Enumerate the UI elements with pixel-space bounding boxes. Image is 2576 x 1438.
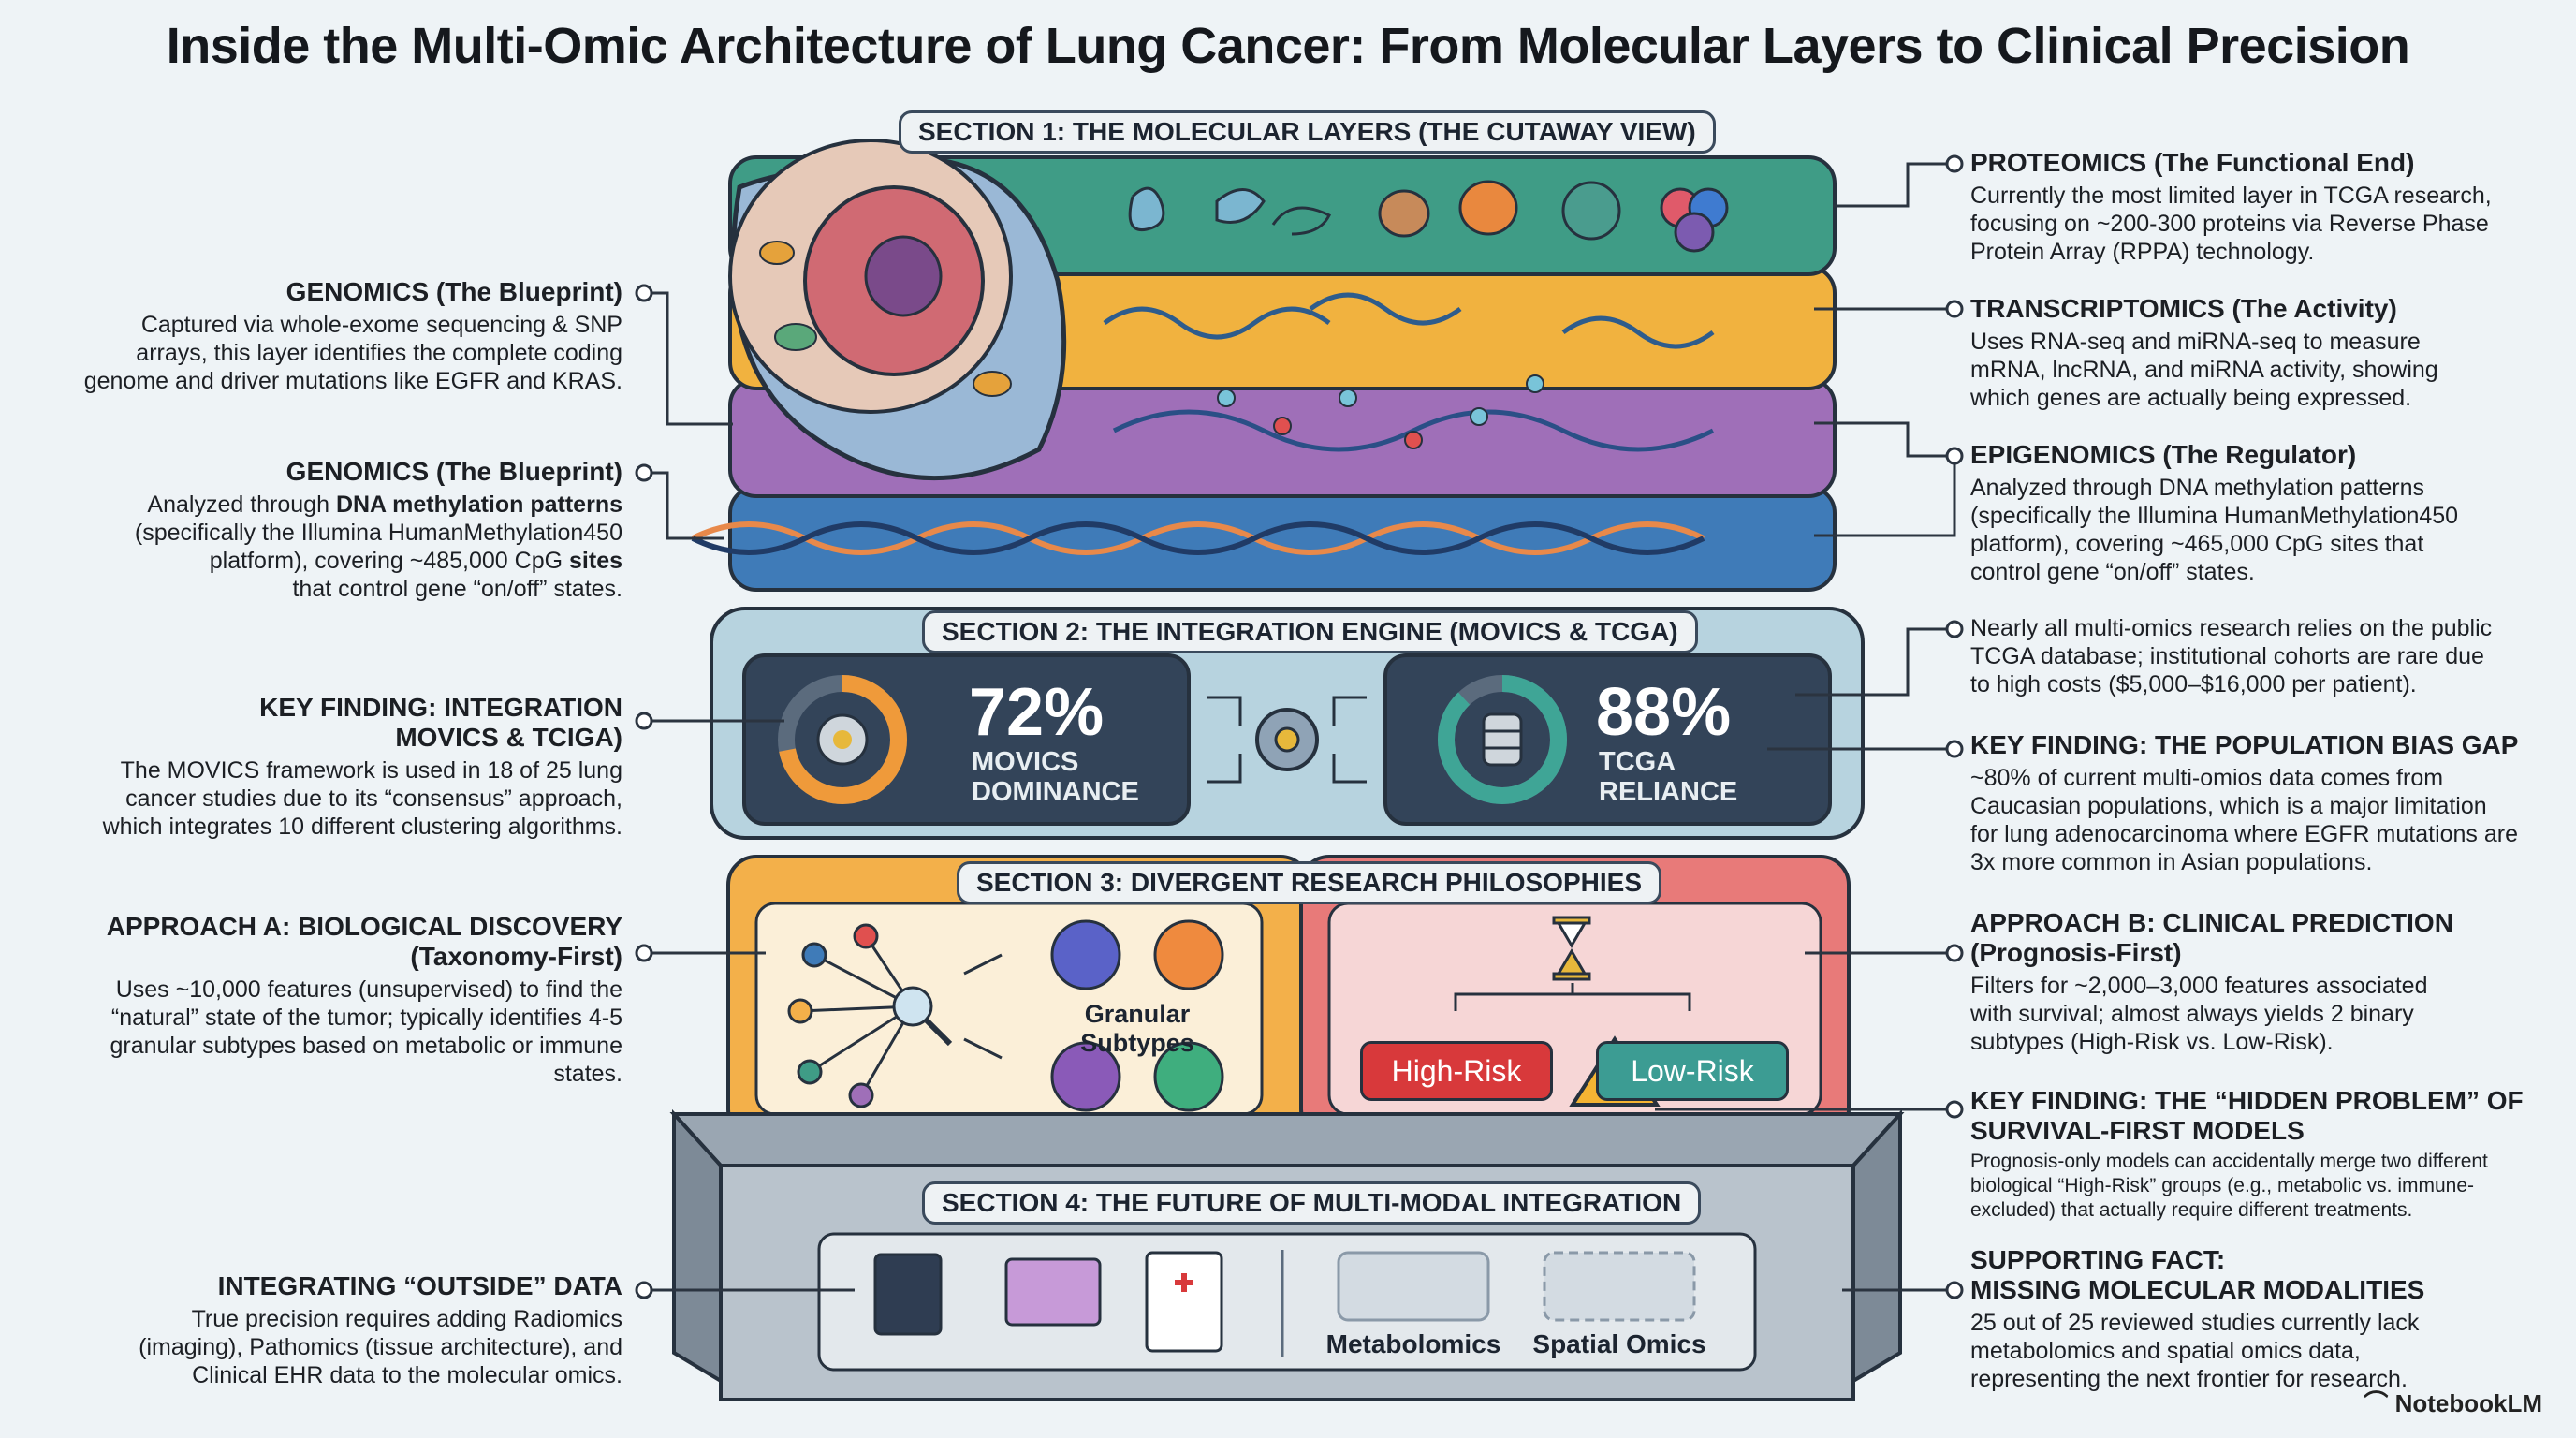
section4-platform [669,1108,1905,1401]
section2-label: SECTION 2: THE INTEGRATION ENGINE (MOVIC… [922,610,1698,653]
right-annotation-approach-b: APPROACH B: CLINICAL PREDICTION (Prognos… [1970,908,2560,1056]
annotation-body: Nearly all multi-omics research relies o… [1970,615,2493,697]
low-risk-badge: Low-Risk [1596,1041,1789,1101]
annotation-heading: SUPPORTING FACT: MISSING MOLECULAR MODAL… [1970,1245,2425,1304]
right-annotation-epigenomics: EPIGENOMICS (The Regulator) Analyzed thr… [1970,440,2560,586]
annotation-body: 25 out of 25 reviewed studies currently … [1970,1310,2420,1392]
high-risk-badge: High-Risk [1360,1041,1553,1101]
annotation-heading: TRANSCRIPTOMICS (The Activity) [1970,294,2397,323]
section1-layers [691,139,1837,592]
annotation-heading: APPROACH A: BIOLOGICAL DISCOVERY (Taxono… [106,912,622,971]
protein-shapes [1128,180,1729,253]
left-annotation-approach-a: APPROACH A: BIOLOGICAL DISCOVERY (Taxono… [37,912,622,1088]
annotation-body: True precision requires adding Radiomics… [139,1306,622,1388]
movics-stat-label: MOVICS DOMINANCE [972,747,1139,807]
annotation-body: Analyzed through DNA methylation pattern… [1970,475,2459,585]
metabolomics-label: Metabolomics [1325,1329,1501,1358]
annotation-body: Uses RNA-seq and miRNA-seq to measure mR… [1970,329,2438,411]
annotation-heading: INTEGRATING “OUTSIDE” DATA [217,1271,622,1300]
right-annotation-proteomics: PROTEOMICS (The Functional End) Currentl… [1970,148,2560,266]
right-annotation-transcriptomics: TRANSCRIPTOMICS (The Activity) Uses RNA-… [1970,294,2560,412]
brand-icon: ⌒ [2364,1389,2395,1417]
left-annotation-genomics-1: GENOMICS (The Blueprint) Captured via wh… [56,277,622,395]
annotation-heading: KEY FINDING: THE “HIDDEN PROBLEM” OF SUR… [1970,1086,2524,1145]
annotation-heading: APPROACH B: CLINICAL PREDICTION (Prognos… [1970,908,2453,967]
movics-stat-value: 72% [969,675,1105,750]
cell-cutaway [728,139,1067,481]
annotation-body: ~80% of current multi-omios data comes f… [1970,765,2519,875]
tcga-stat-value: 88% [1596,675,1732,750]
granular-subtypes-label: Granular Subtypes [1080,1000,1194,1057]
section2-engine [710,607,1865,840]
annotation-heading: EPIGENOMICS (The Regulator) [1970,440,2357,469]
page-title: Inside the Multi-Omic Architecture of Lu… [166,18,2410,74]
right-annotation-hidden-problem: KEY FINDING: THE “HIDDEN PROBLEM” OF SUR… [1970,1086,2569,1223]
annotation-heading: PROTEOMICS (The Functional End) [1970,148,2415,177]
left-annotation-outside-data: INTEGRATING “OUTSIDE” DATA True precisio… [37,1271,622,1389]
annotation-body: Filters for ~2,000–3,000 features associ… [1970,973,2428,1055]
annotation-heading: GENOMICS (The Blueprint) [285,457,622,486]
annotation-heading: KEY FINDING: THE POPULATION BIAS GAP [1970,730,2519,759]
right-annotation-population-bias: KEY FINDING: THE POPULATION BIAS GAP ~80… [1970,730,2569,876]
annotation-heading: KEY FINDING: INTEGRATION MOVICS & TCIGA) [259,693,622,752]
spatial-omics-label: Spatial Omics [1532,1329,1706,1358]
left-annotation-integration: KEY FINDING: INTEGRATION MOVICS & TCIGA)… [37,693,622,841]
annotation-body: Prognosis-only models can accidentally m… [1970,1151,2488,1221]
connector-lines [644,162,1956,1292]
notebooklm-brand: ⌒ NotebookLM [2364,1385,2542,1419]
annotation-body: Uses ~10,000 features (unsupervised) to … [110,976,622,1087]
left-annotation-genomics-2: GENOMICS (The Blueprint) Analyzed throug… [56,457,622,603]
annotation-body: The MOVICS framework is used in 18 of 25… [102,757,622,840]
annotation-heading: GENOMICS (The Blueprint) [285,277,622,306]
section3-label: SECTION 3: DIVERGENT RESEARCH PHILOSOPHI… [957,861,1661,904]
annotation-body: Analyzed through DNA methylation pattern… [134,492,622,602]
tcga-stat-label: TCGA RELIANCE [1599,747,1738,807]
right-annotation-tcga: Nearly all multi-omics research relies o… [1970,614,2569,698]
right-annotation-missing-modalities: SUPPORTING FACT: MISSING MOLECULAR MODAL… [1970,1245,2560,1393]
section1-label: SECTION 1: THE MOLECULAR LAYERS (THE CUT… [899,110,1716,154]
genomics-layer [728,485,1837,592]
brand-label: NotebookLM [2394,1389,2542,1417]
annotation-body: Captured via whole-exome sequencing & SN… [83,312,622,394]
section4-label: SECTION 4: THE FUTURE OF MULTI-MODAL INT… [922,1181,1702,1225]
annotation-body: Currently the most limited layer in TCGA… [1970,183,2492,265]
